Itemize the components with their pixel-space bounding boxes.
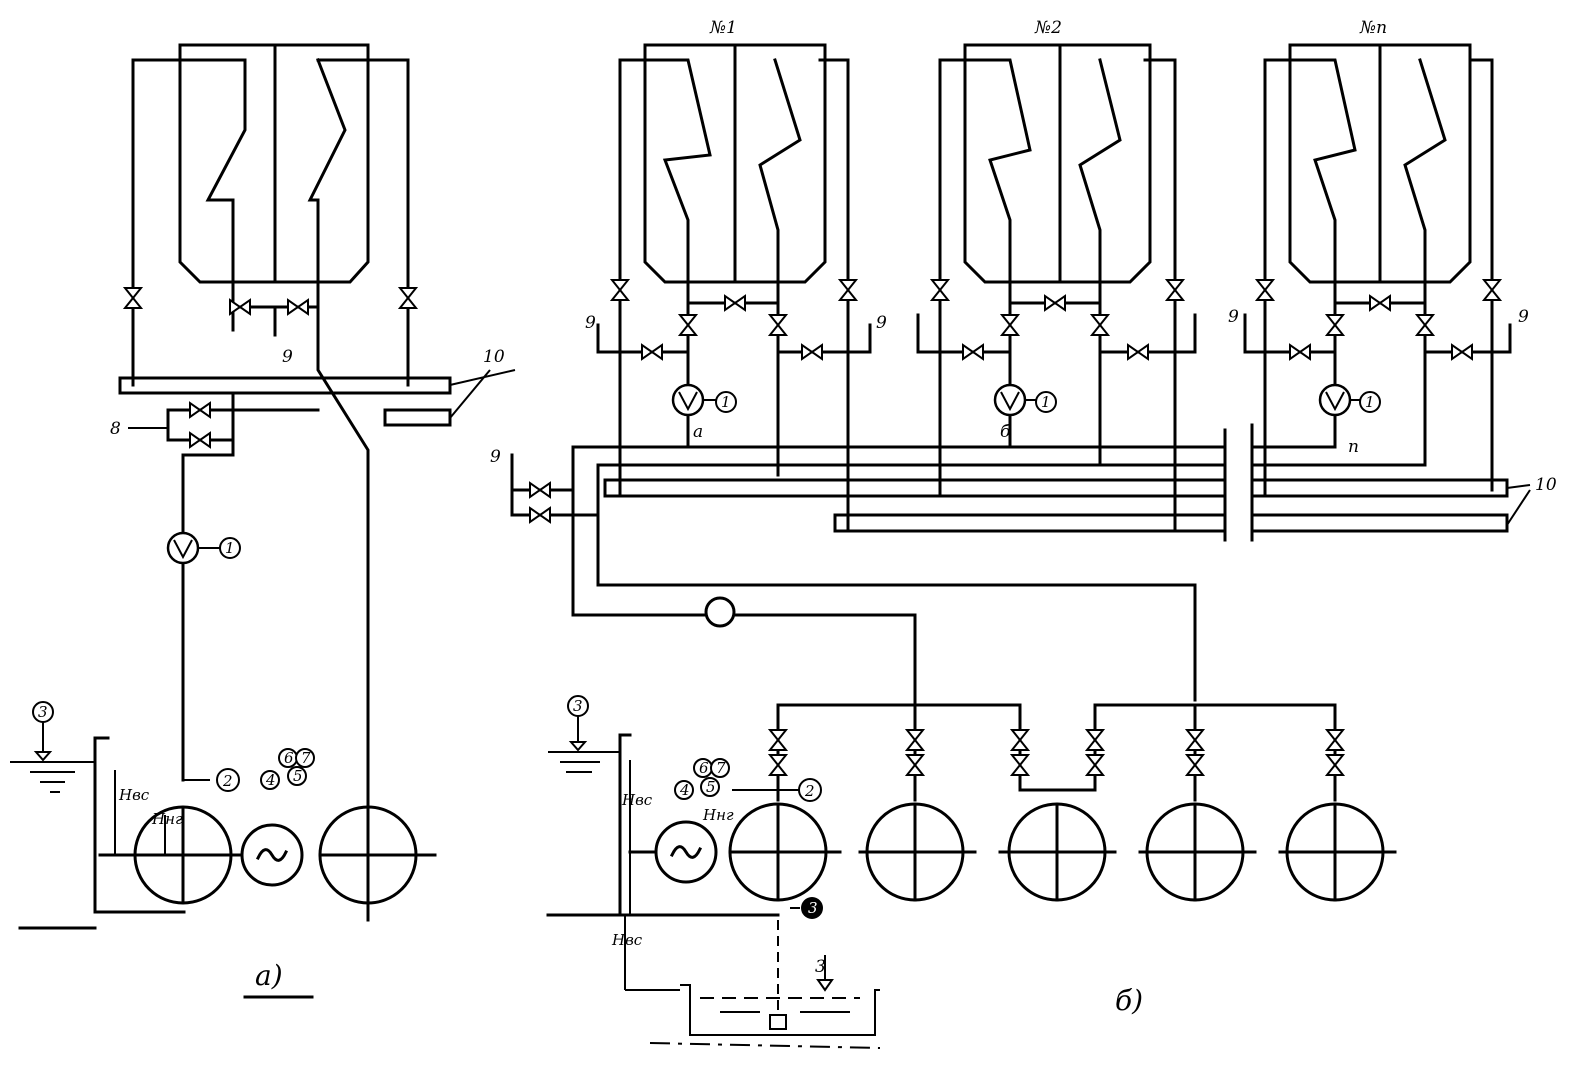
unit-2: 1 б №2 xyxy=(916,18,1197,532)
svg-text:6: 6 xyxy=(284,749,294,767)
svg-text:Hвс: Hвс xyxy=(611,931,643,949)
svg-text:1: 1 xyxy=(1041,393,1051,411)
svg-text:9: 9 xyxy=(876,313,887,333)
svg-text:7: 7 xyxy=(301,749,311,767)
svg-text:Hнг: Hнг xyxy=(151,810,183,828)
svg-text:9: 9 xyxy=(585,313,596,333)
flowmeter-a xyxy=(166,531,200,565)
svg-text:Hвс: Hвс xyxy=(621,791,653,809)
svg-text:2: 2 xyxy=(222,772,233,790)
svg-text:1: 1 xyxy=(721,393,731,411)
svg-text:3: 3 xyxy=(573,697,583,715)
svg-text:б: б xyxy=(1000,422,1011,442)
valve-left-a xyxy=(124,287,142,309)
label-hvs-a: Hвс xyxy=(118,786,150,804)
svg-text:7: 7 xyxy=(716,759,726,777)
label-unit2: №2 xyxy=(1034,18,1062,38)
svg-text:9: 9 xyxy=(1518,307,1529,327)
scheme-b: 9 9 1 а №1 xyxy=(490,18,1557,1049)
svg-text:4: 4 xyxy=(265,771,276,789)
svg-text:а: а xyxy=(693,422,703,442)
svg-text:1: 1 xyxy=(1365,393,1375,411)
svg-text:2: 2 xyxy=(804,782,815,800)
label-part-b: б) xyxy=(1115,984,1143,1017)
manifolds-b: 10 9 xyxy=(490,423,1557,707)
svg-text:3: 3 xyxy=(815,957,826,977)
svg-text:5: 5 xyxy=(706,778,716,796)
valve-right-a xyxy=(399,287,417,309)
svg-text:3: 3 xyxy=(38,703,48,721)
collector-a-lower xyxy=(383,408,452,427)
svg-text:4: 4 xyxy=(679,781,690,799)
label-10-a: 10 xyxy=(483,347,505,367)
coil-left-a xyxy=(131,58,247,332)
svg-text:n: n xyxy=(1348,437,1359,457)
collector-a-upper xyxy=(118,376,452,395)
motor-a xyxy=(240,823,304,887)
unit-n: 9 9 1 n №n xyxy=(1228,18,1529,497)
coil-right-a xyxy=(307,58,370,922)
scheme-a: 9 10 8 1 3 Hвс xyxy=(10,43,516,999)
label-9-a: 9 xyxy=(282,347,293,367)
label-8: 8 xyxy=(110,419,121,439)
unit-1: 9 9 1 а №1 xyxy=(585,18,887,532)
svg-text:6: 6 xyxy=(699,759,709,777)
svg-text:9: 9 xyxy=(1228,307,1239,327)
pump-station-b: 4 6 7 5 2 Hнг 3 Hвс 3 xyxy=(546,695,1397,1049)
label-unit1: №1 xyxy=(709,18,737,38)
svg-text:5: 5 xyxy=(293,767,303,785)
tank-a xyxy=(178,43,370,284)
svg-text:1: 1 xyxy=(225,539,235,557)
svg-text:9: 9 xyxy=(490,447,501,467)
label-part-a: а) xyxy=(255,959,283,992)
label-unitN: №n xyxy=(1359,18,1387,38)
label-10-b: 10 xyxy=(1535,475,1557,495)
svg-text:Hнг: Hнг xyxy=(702,806,734,824)
svg-text:3: 3 xyxy=(808,899,818,917)
